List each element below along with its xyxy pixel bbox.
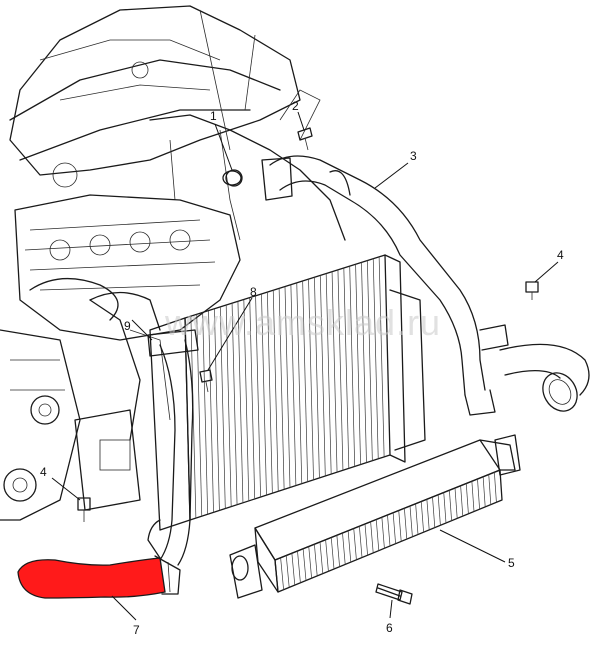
watermark: www.amsklad.ru: [164, 302, 441, 343]
callout-5: 5: [508, 556, 515, 570]
callout-2: 2: [292, 99, 299, 113]
callout-labels: 1 2 3 4 4 5 6 7 8 9: [40, 99, 564, 637]
bolt-8: [199, 369, 213, 393]
intercooler: [229, 439, 516, 599]
callout-9: 9: [124, 319, 131, 333]
bolt-2: [297, 127, 313, 151]
callout-4-right: 4: [557, 248, 564, 262]
bolt-4-left: [77, 497, 91, 522]
highlighted-hose: [17, 519, 181, 599]
leader-lines: [51, 111, 559, 621]
charge-air-hose-upper: [261, 155, 509, 416]
callout-4-left: 4: [40, 465, 47, 479]
engine-block: [0, 194, 241, 521]
callout-1: 1: [210, 109, 217, 123]
callout-3: 3: [410, 149, 417, 163]
callout-8: 8: [250, 285, 257, 299]
callout-7: 7: [133, 623, 140, 637]
engine-bay-structure: [9, 5, 346, 241]
bolt-6: [375, 583, 413, 605]
seal-ring-1: [222, 170, 242, 186]
callout-6: 6: [386, 621, 393, 635]
bolt-4-right: [525, 281, 539, 300]
charge-air-hose-right: [494, 343, 590, 476]
charge-air-pipe-lower: [147, 329, 199, 566]
radiator: [149, 254, 426, 531]
